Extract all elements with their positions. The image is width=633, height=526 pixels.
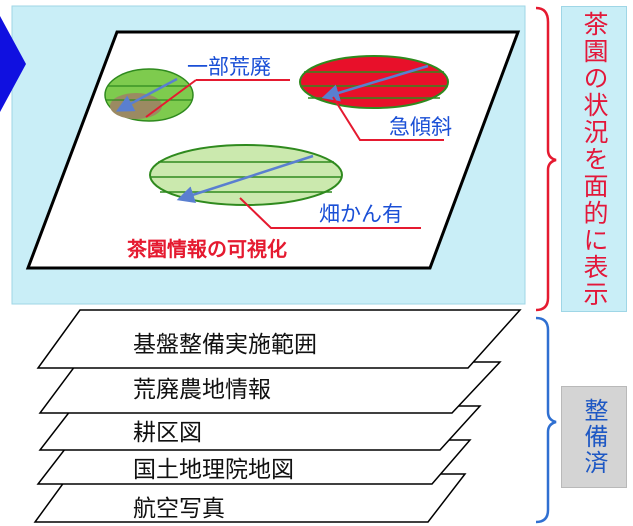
maintained-caption-box: 整備済 <box>561 386 627 488</box>
maintained-caption: 整備済 <box>580 398 608 476</box>
field-steep-slope <box>299 55 449 109</box>
display-caption-box: 茶園の状況を面的に表示 <box>561 6 627 312</box>
field-partial-abandoned <box>104 68 194 122</box>
label-steep-slope: 急傾斜 <box>389 115 452 139</box>
layer-label: 国土地理院地図 <box>133 457 294 483</box>
layer-label: 航空写真 <box>133 496 225 522</box>
leader-partial-abandoned <box>145 79 197 118</box>
display-bracket <box>535 6 557 312</box>
layer-labels: 基盤整備実施範囲 荒廃農地情報 耕区図 国土地理院地図 航空写真 <box>133 332 317 522</box>
maintained-bracket <box>535 316 557 524</box>
label-irrigation: 畑かん有 <box>319 202 403 226</box>
layer-stack <box>33 309 522 523</box>
display-caption: 茶園の状況を面的に表示 <box>580 10 609 308</box>
layer-label: 荒廃農地情報 <box>133 377 271 403</box>
leader-irrigation <box>239 197 421 229</box>
layer-sheet-improvement-range <box>36 309 522 369</box>
label-partial-abandoned: 一部荒廃 <box>187 55 271 79</box>
label-visualization: 茶園情報の可視化 <box>127 237 287 261</box>
leader-steep-slope <box>332 96 444 141</box>
field-irrigation <box>149 144 343 206</box>
layer-label: 耕区図 <box>133 420 202 446</box>
pointer-arrow <box>0 16 26 112</box>
layer-label: 基盤整備実施範囲 <box>133 332 317 358</box>
